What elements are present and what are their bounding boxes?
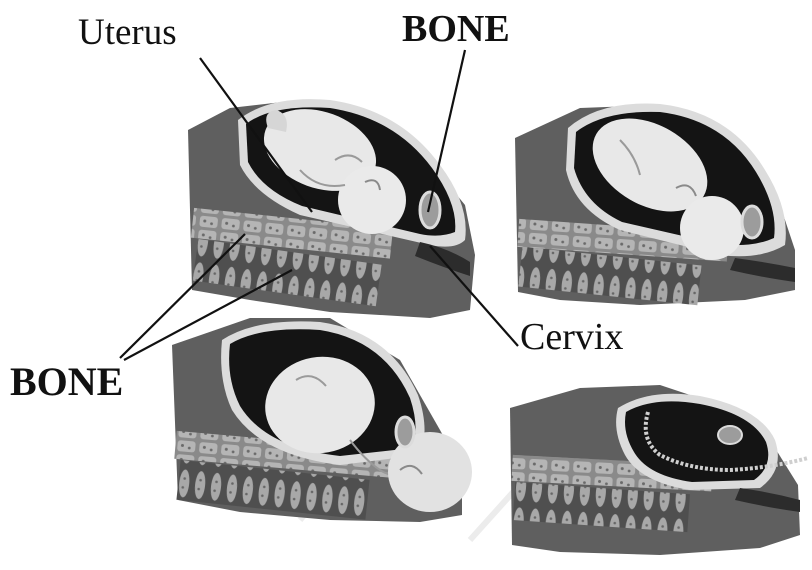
cervix-label: Cervix [520, 318, 623, 356]
uterus-label: Uterus [78, 14, 177, 51]
panel-stage-1 [188, 94, 475, 318]
placenta [742, 206, 762, 238]
panel-stage-2 [515, 99, 795, 305]
placenta [396, 417, 414, 447]
panel-stage-4 [510, 385, 808, 555]
bone-label-top: BONE [402, 10, 510, 48]
placenta [718, 426, 742, 444]
bone-label-left: BONE [10, 362, 123, 402]
placenta [420, 192, 440, 228]
panel-stage-3 [172, 318, 472, 522]
